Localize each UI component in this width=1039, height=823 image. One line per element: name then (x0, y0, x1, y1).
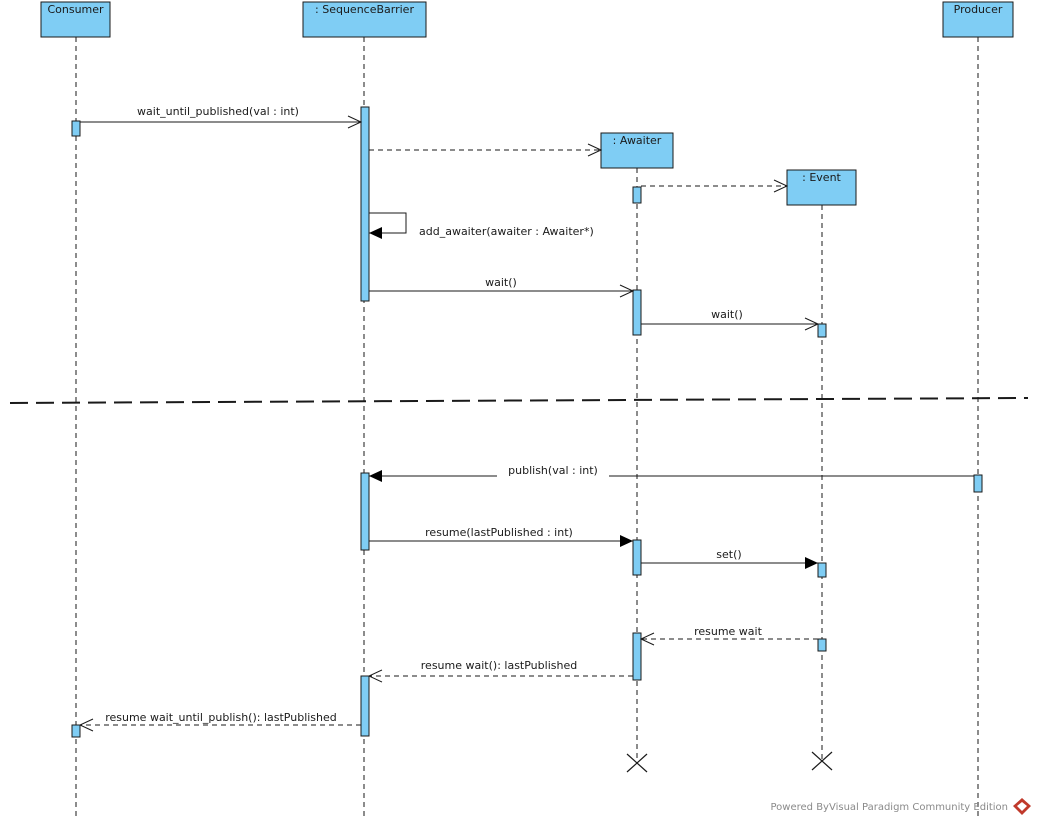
message-label: wait() (485, 276, 517, 289)
message-label: publish(val : int) (508, 464, 598, 477)
activation-bar[interactable] (360, 675, 370, 737)
activation-bar[interactable] (71, 724, 81, 738)
message-resume-wait-last-published[interactable]: resume wait(): lastPublished (367, 659, 633, 683)
lifeline-consumer[interactable]: Consumer (40, 1, 111, 818)
lifeline-consumer-box[interactable] (40, 1, 111, 38)
activation-bar[interactable] (632, 632, 642, 681)
message-wait-until-published[interactable]: wait_until_published(val : int) (80, 105, 363, 129)
activation-bar[interactable] (632, 186, 642, 204)
message-label: set() (716, 548, 741, 561)
activation-bar[interactable] (817, 323, 827, 338)
message-resume-wait-return[interactable]: resume wait (639, 625, 818, 646)
open-arrow-head-icon (619, 284, 635, 298)
visual-paradigm-logo-icon (1013, 798, 1031, 815)
lifeline-awaiter-box[interactable] (600, 132, 674, 169)
message-label: wait() (711, 308, 743, 321)
lifeline-awaiter-label: : Awaiter (613, 134, 662, 147)
open-arrow-head-icon (804, 317, 820, 331)
message-create-awaiter[interactable] (369, 143, 603, 157)
message-wait-awaiter[interactable]: wait() (369, 276, 635, 298)
lifeline-consumer-label: Consumer (47, 3, 104, 16)
activation-bar[interactable] (632, 289, 642, 336)
open-arrow-head-icon (773, 179, 789, 193)
filled-arrow-head-icon (620, 535, 633, 547)
message-publish[interactable]: publish(val : int) (369, 464, 974, 482)
lifeline-event[interactable]: : Event (786, 169, 857, 761)
filled-arrow-head-icon (369, 227, 382, 239)
message-resume[interactable]: resume(lastPublished : int) (369, 526, 633, 547)
lifeline-event-box[interactable] (786, 169, 857, 206)
open-arrow-head-icon (78, 718, 94, 732)
message-wait-event[interactable]: wait() (641, 308, 820, 331)
message-label: add_awaiter(awaiter : Awaiter*) (419, 225, 594, 238)
message-label: resume wait (694, 625, 763, 638)
lifeline-producer-label: Producer (954, 3, 1003, 16)
self-message-line (369, 212, 407, 234)
activation-bar[interactable] (360, 472, 370, 551)
phase-separator-line (9, 397, 1029, 404)
message-resume-wait-until-publish[interactable]: resume wait_until_publish(): lastPublish… (78, 711, 361, 732)
lifeline-event-label: : Event (802, 171, 841, 184)
message-label: resume(lastPublished : int) (425, 526, 573, 539)
message-label: wait_until_published(val : int) (137, 105, 299, 118)
open-arrow-head-icon (587, 143, 603, 157)
message-label: resume wait_until_publish(): lastPublish… (105, 711, 337, 724)
open-arrow-head-icon (347, 115, 363, 129)
message-label: resume wait(): lastPublished (421, 659, 577, 672)
open-arrow-head-icon (367, 669, 383, 683)
activation-bar[interactable] (632, 539, 642, 576)
lifeline-producer[interactable]: Producer (942, 1, 1014, 818)
activation-bar[interactable] (817, 638, 827, 652)
filled-arrow-head-icon (369, 470, 382, 482)
message-set[interactable]: set() (641, 548, 818, 569)
lifeline-awaiter[interactable]: : Awaiter (600, 132, 674, 763)
activation-bar[interactable] (817, 562, 827, 578)
activation-bar[interactable] (360, 106, 370, 302)
message-create-event[interactable] (641, 179, 789, 193)
destroy-awaiter-icon (626, 753, 648, 773)
filled-arrow-head-icon (805, 557, 818, 569)
message-add-awaiter[interactable]: add_awaiter(awaiter : Awaiter*) (369, 212, 594, 239)
activation-bar[interactable] (71, 120, 81, 137)
activation-bar[interactable] (973, 474, 983, 493)
watermark-text: Powered By⁠Visual Paradigm Community Edi… (771, 802, 1009, 813)
open-arrow-head-icon (639, 632, 655, 646)
lifeline-sequence-barrier-label: : SequenceBarrier (315, 3, 414, 16)
destroy-event-icon (811, 751, 833, 771)
